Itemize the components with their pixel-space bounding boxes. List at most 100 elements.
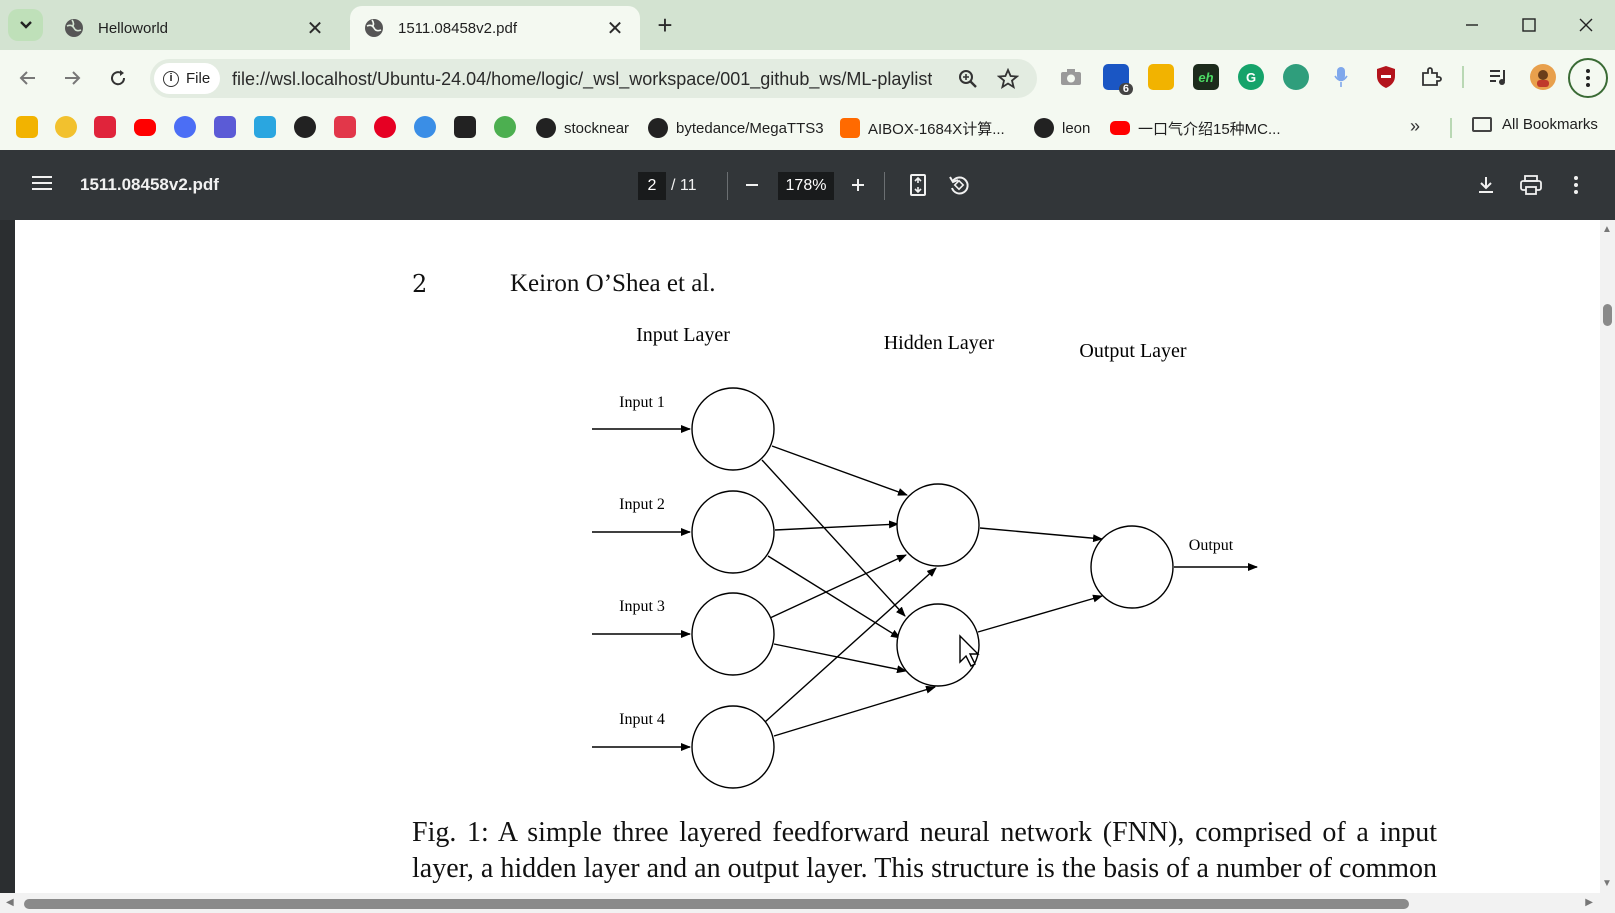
avatar[interactable] <box>1530 64 1556 90</box>
pdf-filename: 1511.08458v2.pdf <box>80 175 219 194</box>
connection <box>769 554 907 619</box>
more-menu-button[interactable] <box>1568 58 1608 98</box>
close-icon[interactable]: ✕ <box>306 17 324 40</box>
input-label: Input 3 <box>619 598 665 615</box>
bookmark-app-icon[interactable] <box>214 116 236 138</box>
bookmark-blue-icon[interactable] <box>414 116 436 138</box>
scroll-left-icon[interactable]: ◀ <box>6 897 14 908</box>
github-icon[interactable] <box>294 116 316 138</box>
maximize-icon[interactable] <box>1509 10 1549 40</box>
rotate-button[interactable] <box>944 170 974 200</box>
tab-title: 1511.08458v2.pdf <box>398 19 517 37</box>
pinterest-icon[interactable] <box>374 116 396 138</box>
bookmark-red-icon[interactable] <box>334 116 356 138</box>
vertical-scrollbar[interactable]: ▲ ▼ <box>1600 220 1615 893</box>
extension-note-icon[interactable] <box>1148 64 1174 90</box>
scroll-up-icon[interactable]: ▲ <box>1602 224 1612 235</box>
reload-button[interactable] <box>102 62 134 94</box>
bookmark-label: stocknear <box>564 119 630 137</box>
pdf-toolbar: 1511.08458v2.pdf 2 / 11 178% <box>0 150 1615 220</box>
bookmark-label: 一口气介绍15种MC... <box>1138 120 1281 138</box>
address-bar[interactable]: i File file://wsl.localhost/Ubuntu-24.04… <box>150 59 1037 98</box>
zoom-level-input[interactable]: 178% <box>778 172 834 200</box>
close-icon[interactable]: ✕ <box>606 17 624 40</box>
arrow-left-icon <box>19 71 35 85</box>
input-node <box>691 592 775 676</box>
site-info-chip[interactable]: i File <box>154 63 220 94</box>
new-tab-button[interactable]: + <box>657 10 673 40</box>
print-button[interactable] <box>1516 170 1546 200</box>
grammarly-icon[interactable]: G <box>1238 64 1264 90</box>
connection <box>774 520 899 531</box>
connection <box>771 445 908 496</box>
bookmark-note-icon[interactable] <box>16 116 38 138</box>
plus-icon <box>852 179 864 191</box>
pdf-more-button[interactable] <box>1561 170 1591 200</box>
running-head: Keiron O’Shea et al. <box>510 270 716 297</box>
menu-icon[interactable] <box>30 172 54 196</box>
bookmark-triangle-icon[interactable] <box>454 116 476 138</box>
puzzle-icon[interactable] <box>1418 64 1444 90</box>
github-icon <box>1034 118 1054 138</box>
scroll-down-icon[interactable]: ▼ <box>1602 878 1612 889</box>
media-control-icon[interactable] <box>1486 64 1512 90</box>
shield-icon[interactable] <box>1373 64 1399 90</box>
layer-title-hidden: Hidden Layer <box>884 332 995 354</box>
tab-strip: Helloworld ✕ 1511.08458v2.pdf ✕ + <box>0 0 1615 50</box>
bookmark-item[interactable]: stocknear <box>536 116 629 140</box>
zoom-icon[interactable] <box>955 66 981 92</box>
globe-icon <box>365 19 383 37</box>
tab-pdf[interactable]: 1511.08458v2.pdf ✕ <box>350 6 640 50</box>
bookmark-item[interactable]: bytedance/MegaTTS3 <box>648 116 824 140</box>
youtube-icon[interactable] <box>134 119 156 136</box>
pdf-viewport[interactable]: 2 Keiron O’Shea et al. Input Layer Hidde… <box>0 220 1615 913</box>
bookmark-item[interactable]: AIBOX-1684X计算... <box>840 116 1005 140</box>
horizontal-scroll-thumb[interactable] <box>24 899 1409 909</box>
download-button[interactable] <box>1471 170 1501 200</box>
extension-tabs-icon[interactable]: 6 <box>1103 64 1133 95</box>
bookmark-deepseek-icon[interactable] <box>174 116 196 138</box>
close-window-icon[interactable] <box>1566 10 1606 40</box>
bookmark-item[interactable]: leon <box>1034 116 1090 140</box>
vertical-scroll-thumb[interactable] <box>1603 304 1612 326</box>
bookmarks-bar: stocknear bytedance/MegaTTS3 AIBOX-1684X… <box>0 106 1615 150</box>
connection <box>773 643 907 674</box>
tab-helloworld[interactable]: Helloworld ✕ <box>50 6 340 50</box>
connection <box>764 567 937 723</box>
page-number-input[interactable]: 2 <box>638 172 666 200</box>
tab-search-button[interactable] <box>8 9 43 41</box>
fit-page-icon <box>910 174 926 196</box>
bookmarks-overflow-button[interactable]: » <box>1410 116 1421 136</box>
forward-button[interactable] <box>56 62 88 94</box>
folder-icon <box>1472 117 1492 132</box>
bilibili-icon[interactable] <box>254 116 276 138</box>
microphone-icon[interactable] <box>1328 64 1354 90</box>
extension-eh-icon[interactable]: eh <box>1193 64 1219 90</box>
scroll-right-icon[interactable]: ▶ <box>1585 897 1593 908</box>
zoom-in-button[interactable] <box>843 170 873 200</box>
bookmark-item[interactable]: 一口气介绍15种MC... <box>1110 116 1281 140</box>
minimize-icon[interactable] <box>1452 10 1492 40</box>
back-button[interactable] <box>12 62 44 94</box>
layer-title-input: Input Layer <box>636 324 730 346</box>
arrow-right-icon <box>65 71 81 85</box>
github-icon <box>648 118 668 138</box>
input-label: Input 4 <box>619 711 665 728</box>
horizontal-scrollbar[interactable]: ◀ ▶ <box>0 893 1615 913</box>
all-bookmarks-button[interactable]: All Bookmarks <box>1472 116 1598 133</box>
page-total: / 11 <box>671 177 697 194</box>
extension-green-icon[interactable] <box>1283 64 1309 90</box>
bookmark-star-icon[interactable] <box>995 66 1021 92</box>
camera-icon[interactable] <box>1058 64 1084 90</box>
fit-page-button[interactable] <box>903 170 933 200</box>
connection <box>773 685 936 737</box>
input-label: Input 2 <box>619 496 665 513</box>
url-text[interactable]: file://wsl.localhost/Ubuntu-24.04/home/l… <box>232 69 932 89</box>
input-node <box>691 387 775 471</box>
bookmark-green-icon[interactable] <box>494 116 516 138</box>
bookmark-emoji-icon[interactable] <box>55 116 77 138</box>
zoom-out-button[interactable] <box>737 170 767 200</box>
input-node <box>691 705 775 789</box>
bookmark-xiaohongshu-icon[interactable] <box>94 116 116 138</box>
page-gutter <box>0 220 15 913</box>
